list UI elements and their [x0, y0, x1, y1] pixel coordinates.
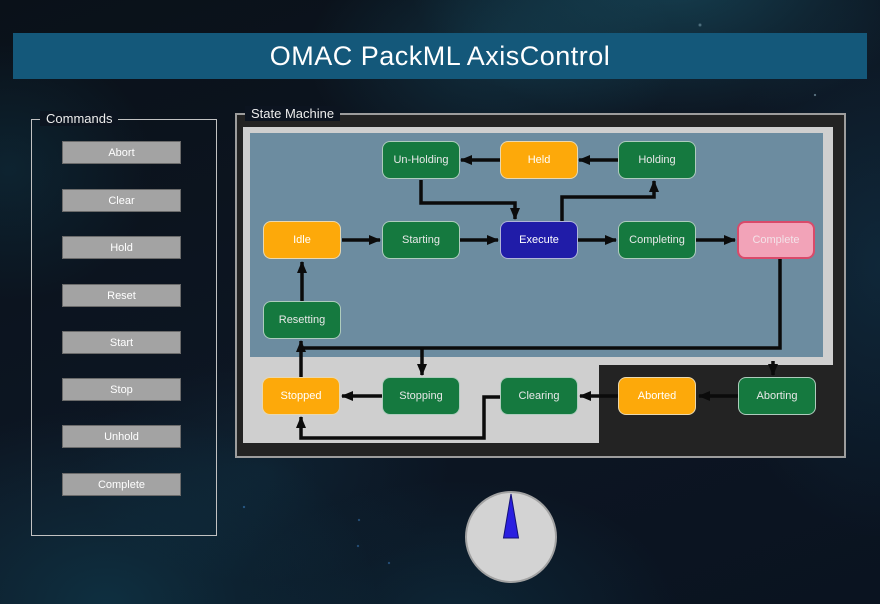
state-held: Held	[500, 141, 578, 179]
gauge-needle-icon	[502, 493, 520, 539]
state-complete: Complete	[737, 221, 815, 259]
state-aborting: Aborting	[738, 377, 816, 415]
unhold-button[interactable]: Unhold	[62, 425, 181, 448]
gauge-dial	[465, 491, 557, 583]
state-unholding: Un-Holding	[382, 141, 460, 179]
reset-button[interactable]: Reset	[62, 284, 181, 307]
stop-button[interactable]: Stop	[62, 378, 181, 401]
state-resetting: Resetting	[263, 301, 341, 339]
state-aborted: Aborted	[618, 377, 696, 415]
state-stopping: Stopping	[382, 377, 460, 415]
commands-legend: Commands	[40, 111, 119, 126]
state-machine-legend: State Machine	[245, 106, 341, 121]
state-starting: Starting	[382, 221, 460, 259]
title-bar: OMAC PackML AxisControl	[13, 33, 867, 79]
page-title: OMAC PackML AxisControl	[269, 40, 611, 71]
state-completing: Completing	[618, 221, 696, 259]
clear-button[interactable]: Clear	[62, 189, 181, 212]
state-clearing: Clearing	[500, 377, 578, 415]
state-execute: Execute	[500, 221, 578, 259]
start-button[interactable]: Start	[62, 331, 181, 354]
commands-groupbox: Commands Abort Clear Hold Reset Start St…	[31, 111, 217, 536]
hold-button[interactable]: Hold	[62, 236, 181, 259]
state-stopped: Stopped	[262, 377, 340, 415]
complete-button[interactable]: Complete	[62, 473, 181, 496]
state-machine-groupbox: State Machine Un-Holding Held Holding Id…	[235, 106, 846, 458]
state-holding: Holding	[618, 141, 696, 179]
state-idle: Idle	[263, 221, 341, 259]
abort-button[interactable]: Abort	[62, 141, 181, 164]
